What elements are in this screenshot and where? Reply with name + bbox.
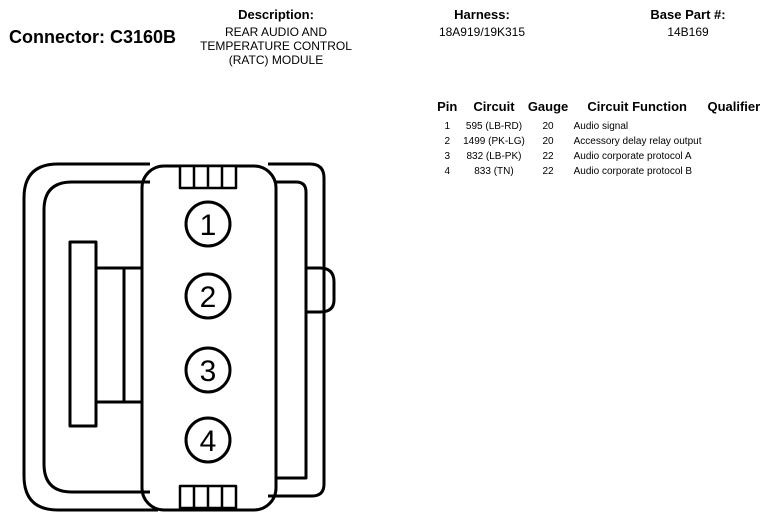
cell-pin: 1 [444,121,451,132]
harness-header: Harness: [454,7,510,22]
table-row: 1 595 (LB-RD) 20 Audio signal [433,119,763,134]
pin-cavity-3 [184,346,232,394]
pin-cavity-2 [184,272,232,320]
cell-function: Accessory delay relay output [573,136,702,147]
header-circuit-function: Circuit Function [587,99,687,114]
description-line: (RATC) MODULE [228,53,324,67]
pin-number-label: 1 [200,209,217,242]
cell-function: Audio signal [573,121,629,132]
pin-number-label: 3 [200,355,217,388]
cell-gauge: 22 [542,151,554,162]
header-circuit: Circuit [473,99,515,114]
pin-table-header-row: Pin Circuit Gauge Circuit Function Quali… [433,99,763,119]
pin-cavity-1 [184,200,232,248]
connector-label: Connector: C3160B [9,27,177,47]
base-part-header: Base Part #: [650,7,726,22]
description-line: REAR AUDIO AND [224,25,328,39]
pin-number-label: 4 [200,425,217,458]
connector-right-shell [268,162,326,498]
top-keying-ribs [178,164,238,190]
header-pin: Pin [437,99,458,114]
base-part-value: 14B169 [667,25,709,39]
cell-gauge: 22 [542,166,554,177]
pin-number-label: 2 [200,281,217,314]
table-row: 4 833 (TN) 22 Audio corporate protocol B [433,164,763,179]
description-header: Description: [238,7,314,22]
cell-circuit: 833 (TN) [474,166,514,177]
cell-pin: 3 [444,151,451,162]
connector-outer-shell [22,162,158,512]
cell-circuit: 1499 (PK-LG) [463,136,525,147]
description-line: TEMPERATURE CONTROL [200,39,352,53]
header-qualifier: Qualifier [707,99,761,114]
header-gauge: Gauge [527,99,569,114]
cell-function: Audio corporate protocol B [573,166,693,177]
cell-function: Audio corporate protocol A [573,151,692,162]
table-row: 3 832 (LB-PK) 22 Audio corporate protoco… [433,149,763,164]
connector-tab [306,266,336,314]
cell-pin: 2 [444,136,451,147]
description-value: REAR AUDIO AND TEMPERATURE CONTROL (RATC… [186,25,366,67]
cell-gauge: 20 [542,136,554,147]
cell-pin: 4 [444,166,451,177]
harness-value: 18A919/19K315 [438,25,526,39]
connector-inner-shell [42,180,150,494]
pin-table: Pin Circuit Gauge Circuit Function Quali… [433,99,763,179]
pin-cavity-4 [184,416,232,464]
table-row: 2 1499 (PK-LG) 20 Accessory delay relay … [433,134,763,149]
connector-right-inner [275,180,308,480]
cell-circuit: 595 (LB-RD) [465,121,523,132]
cell-circuit: 832 (LB-PK) [466,151,522,162]
bottom-keying-ribs [178,484,238,510]
cell-gauge: 20 [542,121,554,132]
